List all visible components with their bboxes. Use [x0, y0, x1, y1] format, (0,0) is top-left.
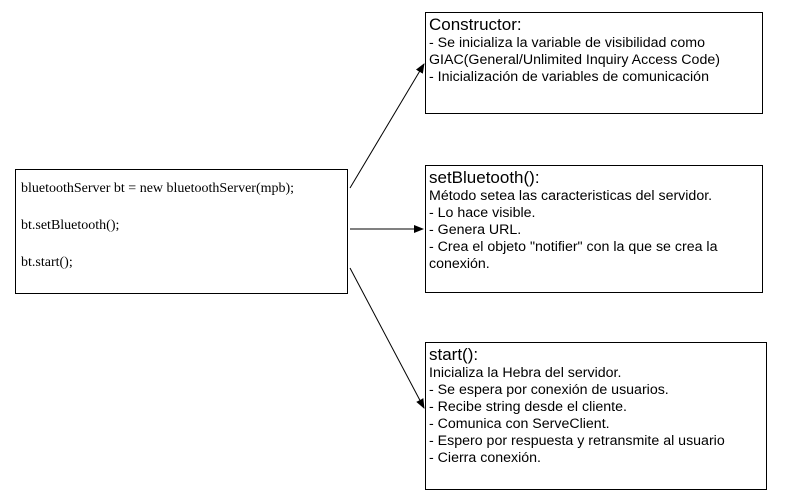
start-title: start(): [429, 345, 479, 364]
code-line-2: bt.setBluetooth(); [21, 218, 120, 233]
code-line-1: bluetoothServer bt = new bluetoothServer… [21, 181, 295, 196]
setbluetooth-box: setBluetooth(): Método setea las caracte… [425, 165, 763, 293]
setbluetooth-title: setBluetooth(): [429, 168, 540, 187]
constructor-title: Constructor: [429, 15, 522, 34]
constructor-line: - Inicialización de variables de comunic… [429, 69, 709, 85]
start-line: - Recibe string desde el cliente. [429, 399, 627, 415]
arrow-to-start [349, 267, 425, 409]
constructor-line: - Se inicializa la variable de visibilid… [429, 35, 705, 51]
setbluetooth-line: - Crea el objeto "notifier" con la que s… [429, 239, 718, 255]
setbluetooth-line: Método setea las caracteristicas del ser… [429, 188, 713, 204]
arrow-to-constructor [349, 63, 425, 189]
start-line: - Cierra conexión. [429, 450, 541, 466]
setbluetooth-line: - Lo hace visible. [429, 205, 536, 221]
constructor-line: GIAC(General/Unlimited Inquiry Access Co… [429, 52, 720, 68]
start-line: - Espero por respuesta y retransmite al … [429, 433, 725, 449]
code-box: bluetoothServer bt = new bluetoothServer… [15, 169, 348, 294]
code-line-3: bt.start(); [21, 255, 73, 270]
start-line: - Comunica con ServeClient. [429, 416, 610, 432]
setbluetooth-line: conexión. [429, 256, 490, 272]
constructor-box: Constructor: - Se inicializa la variable… [425, 12, 763, 114]
start-box: start(): Inicializa la Hebra del servido… [425, 342, 767, 490]
start-line: - Se espera por conexión de usuarios. [429, 382, 669, 398]
start-line: Inicializa la Hebra del servidor. [429, 365, 622, 381]
setbluetooth-line: - Genera URL. [429, 222, 522, 238]
